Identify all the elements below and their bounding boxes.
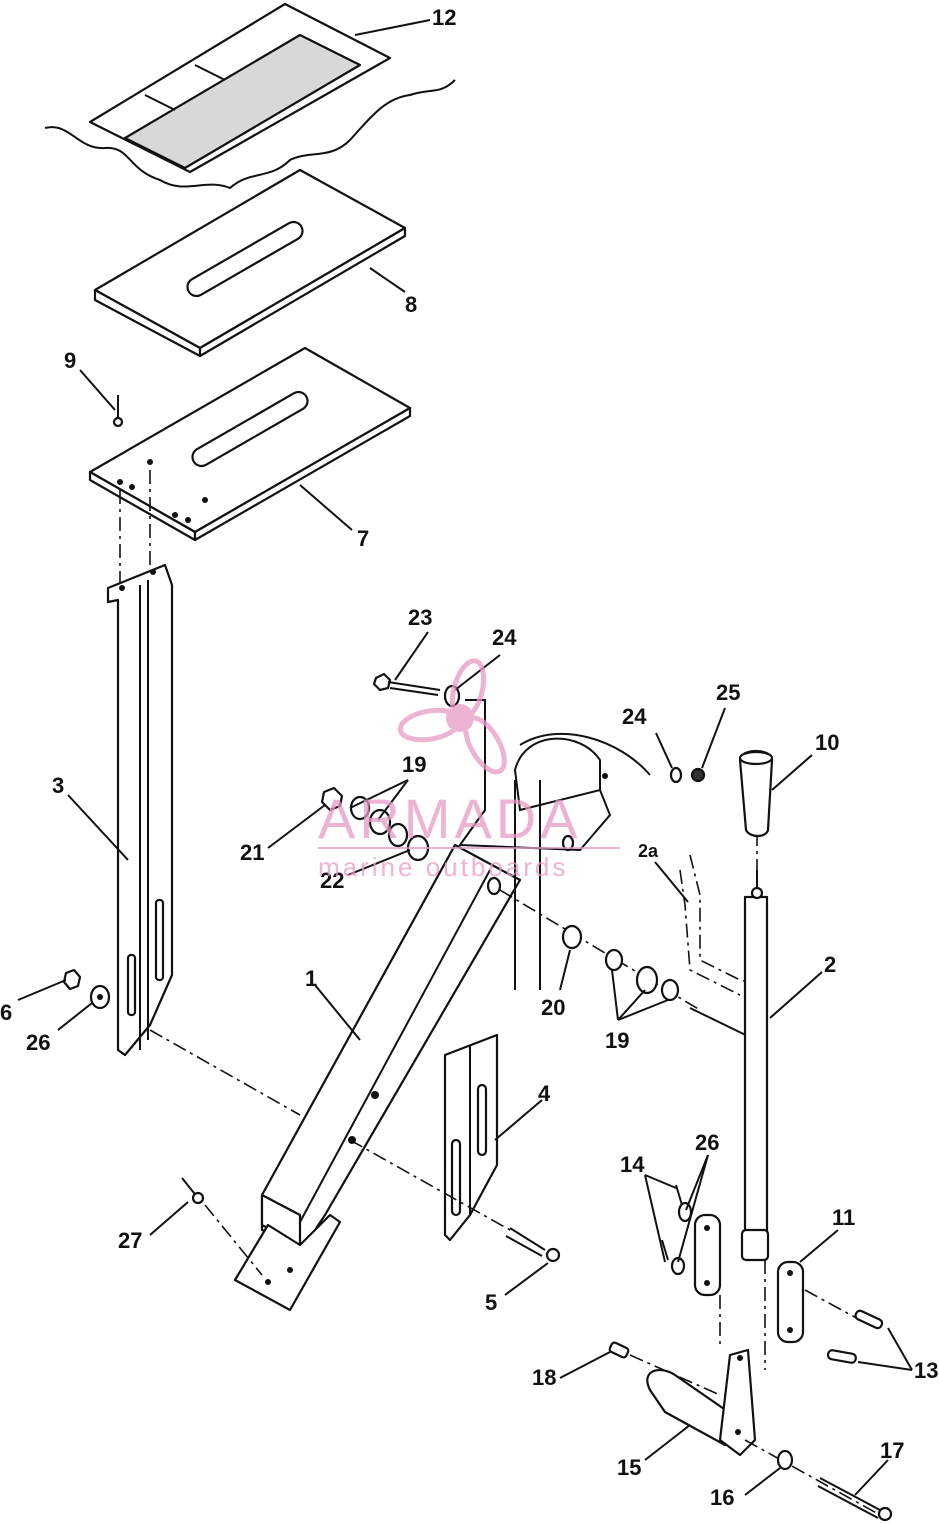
label-4: 4 — [538, 1081, 551, 1106]
watermark-title: ARMADA — [318, 787, 582, 850]
label-6: 6 — [0, 1000, 12, 1025]
watermark-subtitle: marine outboards — [318, 852, 568, 882]
bent-bracket — [458, 699, 651, 990]
mounting-plate — [88, 346, 412, 542]
leader-lines — [17, 19, 913, 1496]
label-18: 18 — [532, 1365, 556, 1390]
label-12: 12 — [432, 5, 456, 30]
label-16: 16 — [710, 1485, 734, 1510]
label-26-right: 26 — [695, 1130, 719, 1155]
lever-and-tube — [629, 1348, 881, 1516]
deck-floor-plate — [44, 2, 456, 190]
label-22: 22 — [320, 868, 344, 893]
label-5: 5 — [485, 1290, 497, 1315]
propeller-logo-icon — [397, 658, 507, 775]
label-27: 27 — [118, 1228, 142, 1253]
shift-shaft — [738, 749, 774, 1262]
clevis-pins — [804, 1289, 884, 1364]
label-17: 17 — [880, 1438, 904, 1463]
label-15: 15 — [617, 1455, 641, 1480]
pin-27 — [181, 1177, 263, 1276]
label-24-right: 24 — [622, 704, 647, 729]
watermark: ARMADA marine outboards — [318, 658, 620, 882]
label-7: 7 — [357, 526, 369, 551]
bolt-and-washer-top — [372, 672, 461, 708]
label-26-left: 26 — [26, 1030, 50, 1055]
main-arm — [233, 843, 522, 1312]
washer-nut-right — [669, 766, 706, 784]
label-23: 23 — [408, 605, 432, 630]
label-2: 2 — [824, 952, 836, 977]
label-20: 20 — [541, 995, 565, 1020]
label-24-top: 24 — [492, 625, 517, 650]
vertical-bracket — [106, 563, 174, 1057]
small-hardware-bottom — [608, 1341, 893, 1522]
side-plate — [349, 1033, 561, 1263]
washer-stack-right — [499, 889, 761, 1043]
label-8: 8 — [405, 292, 417, 317]
part-labels: 12 8 7 9 3 6 26 1 4 5 27 23 24 21 22 19 … — [0, 5, 938, 1510]
nut-and-washer-left — [62, 968, 111, 1010]
label-14: 14 — [620, 1152, 645, 1177]
link-plates — [693, 1213, 805, 1370]
label-2a: 2a — [638, 841, 659, 861]
label-19-right: 19 — [605, 1028, 629, 1053]
label-9: 9 — [64, 348, 76, 373]
label-3: 3 — [52, 773, 64, 798]
pin — [112, 395, 124, 428]
label-25: 25 — [716, 680, 740, 705]
label-10: 10 — [815, 730, 839, 755]
label-21: 21 — [240, 840, 264, 865]
label-13: 13 — [914, 1358, 938, 1383]
pad-plate — [93, 168, 407, 358]
label-19-left: 19 — [402, 752, 426, 777]
label-11: 11 — [832, 1205, 855, 1230]
label-1: 1 — [305, 966, 317, 991]
